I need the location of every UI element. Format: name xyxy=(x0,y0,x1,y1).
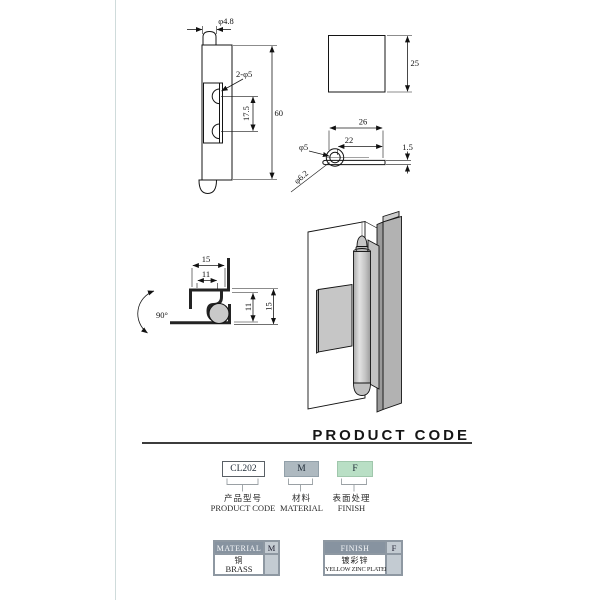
finish-table-key: F xyxy=(386,541,402,554)
dim-pin-diameter: φ4.8 xyxy=(218,16,234,26)
dim-height: 60 xyxy=(275,108,284,118)
knuckle-curl xyxy=(325,148,345,167)
product-code-label: 产品型号 PRODUCT CODE xyxy=(199,494,287,513)
hinge-leaf-face-view: 25 xyxy=(328,35,420,93)
hinge-barrel-3d xyxy=(353,251,371,384)
dim-hole-pitch: 17.5 xyxy=(241,106,251,121)
dim-swing-angle: 90° xyxy=(156,310,168,320)
product-code-heading: PRODUCT CODE xyxy=(312,427,470,444)
dim-curl-dia: φ6.2 xyxy=(292,168,310,186)
dim-fold-outer-w: 15 xyxy=(202,254,211,264)
fold-profile-upper xyxy=(189,258,230,309)
label-cn: 材料 xyxy=(291,493,311,503)
pin-dome-3d xyxy=(356,235,368,248)
hinge-pin-section xyxy=(208,302,230,325)
finish-value: 镀彩锌 YELLOW ZINC PLATED xyxy=(324,554,390,575)
label-en: MATERIAL xyxy=(280,503,323,513)
leaf-section-view: 26 22 φ5 φ6.2 1.5 xyxy=(290,117,413,193)
page-edge-rule xyxy=(115,0,116,600)
dim-fold-inner-h: 11 xyxy=(243,303,253,311)
dim-section-width: 26 xyxy=(359,117,368,127)
pin-knuckle-upper xyxy=(211,88,220,105)
front-leaf-3d xyxy=(318,283,353,353)
leaf-section-plate xyxy=(322,159,386,166)
finish-label: 表面处理 FINISH xyxy=(314,494,389,513)
material-empty-cell xyxy=(264,554,279,575)
pin-bottom-3d xyxy=(353,382,371,396)
finish-code-box: F xyxy=(337,461,373,477)
heading-rule xyxy=(142,442,472,444)
fold-profile-lower xyxy=(170,304,231,325)
finish-table-header: FINISH xyxy=(324,541,386,554)
material-label: 材料 MATERIAL xyxy=(264,494,339,513)
pin-bore xyxy=(329,151,341,164)
finish-value-en: YELLOW ZINC PLATED xyxy=(325,566,390,573)
frame-profile xyxy=(382,215,402,411)
hinge-pin-cap xyxy=(202,30,217,46)
hinge-side-view: φ4.8 2-φ5 17.5 60 xyxy=(187,16,284,195)
finish-empty-cell xyxy=(386,554,402,575)
dim-fold-outer-h: 15 xyxy=(264,302,274,311)
material-table: MATERIAL M 铜 BRASS xyxy=(213,540,280,576)
dim-pin-dia: φ5 xyxy=(299,142,308,152)
label-en: FINISH xyxy=(337,503,366,513)
material-value-en: BRASS xyxy=(225,564,253,574)
label-cn: 表面处理 xyxy=(332,493,371,503)
material-table-header: MATERIAL xyxy=(214,541,264,554)
swing-arrow xyxy=(137,290,155,334)
finish-value-cn: 镀彩锌 xyxy=(341,556,369,565)
dim-leaf-size: 25 xyxy=(411,58,420,68)
dim-holes: 2-φ5 xyxy=(236,69,252,79)
leaf-plate xyxy=(328,35,386,93)
dim-section-inner: 22 xyxy=(345,135,354,145)
label-en: PRODUCT CODE xyxy=(210,503,276,513)
hinge-body xyxy=(201,44,233,181)
hinge-3d-view xyxy=(307,210,402,413)
material-table-key: M xyxy=(264,541,279,554)
product-code-box: CL202 xyxy=(222,461,265,477)
fold-section-view: 15 11 11 15 90° xyxy=(137,254,278,334)
hinge-slot xyxy=(203,82,223,144)
pin-knuckle-lower xyxy=(211,123,220,140)
material-value-cn: 铜 xyxy=(234,556,244,565)
code-box-connectors xyxy=(226,478,367,492)
label-cn: 产品型号 xyxy=(223,493,262,503)
dim-fold-inner-w: 11 xyxy=(202,269,210,279)
material-value: 铜 BRASS xyxy=(214,554,264,575)
dim-thickness: 1.5 xyxy=(402,142,413,152)
finish-table: FINISH F 镀彩锌 YELLOW ZINC PLATED xyxy=(323,540,403,576)
frame-top-flange xyxy=(382,210,400,223)
hinge-pin-bottom xyxy=(198,179,218,195)
material-code-box: M xyxy=(284,461,319,477)
